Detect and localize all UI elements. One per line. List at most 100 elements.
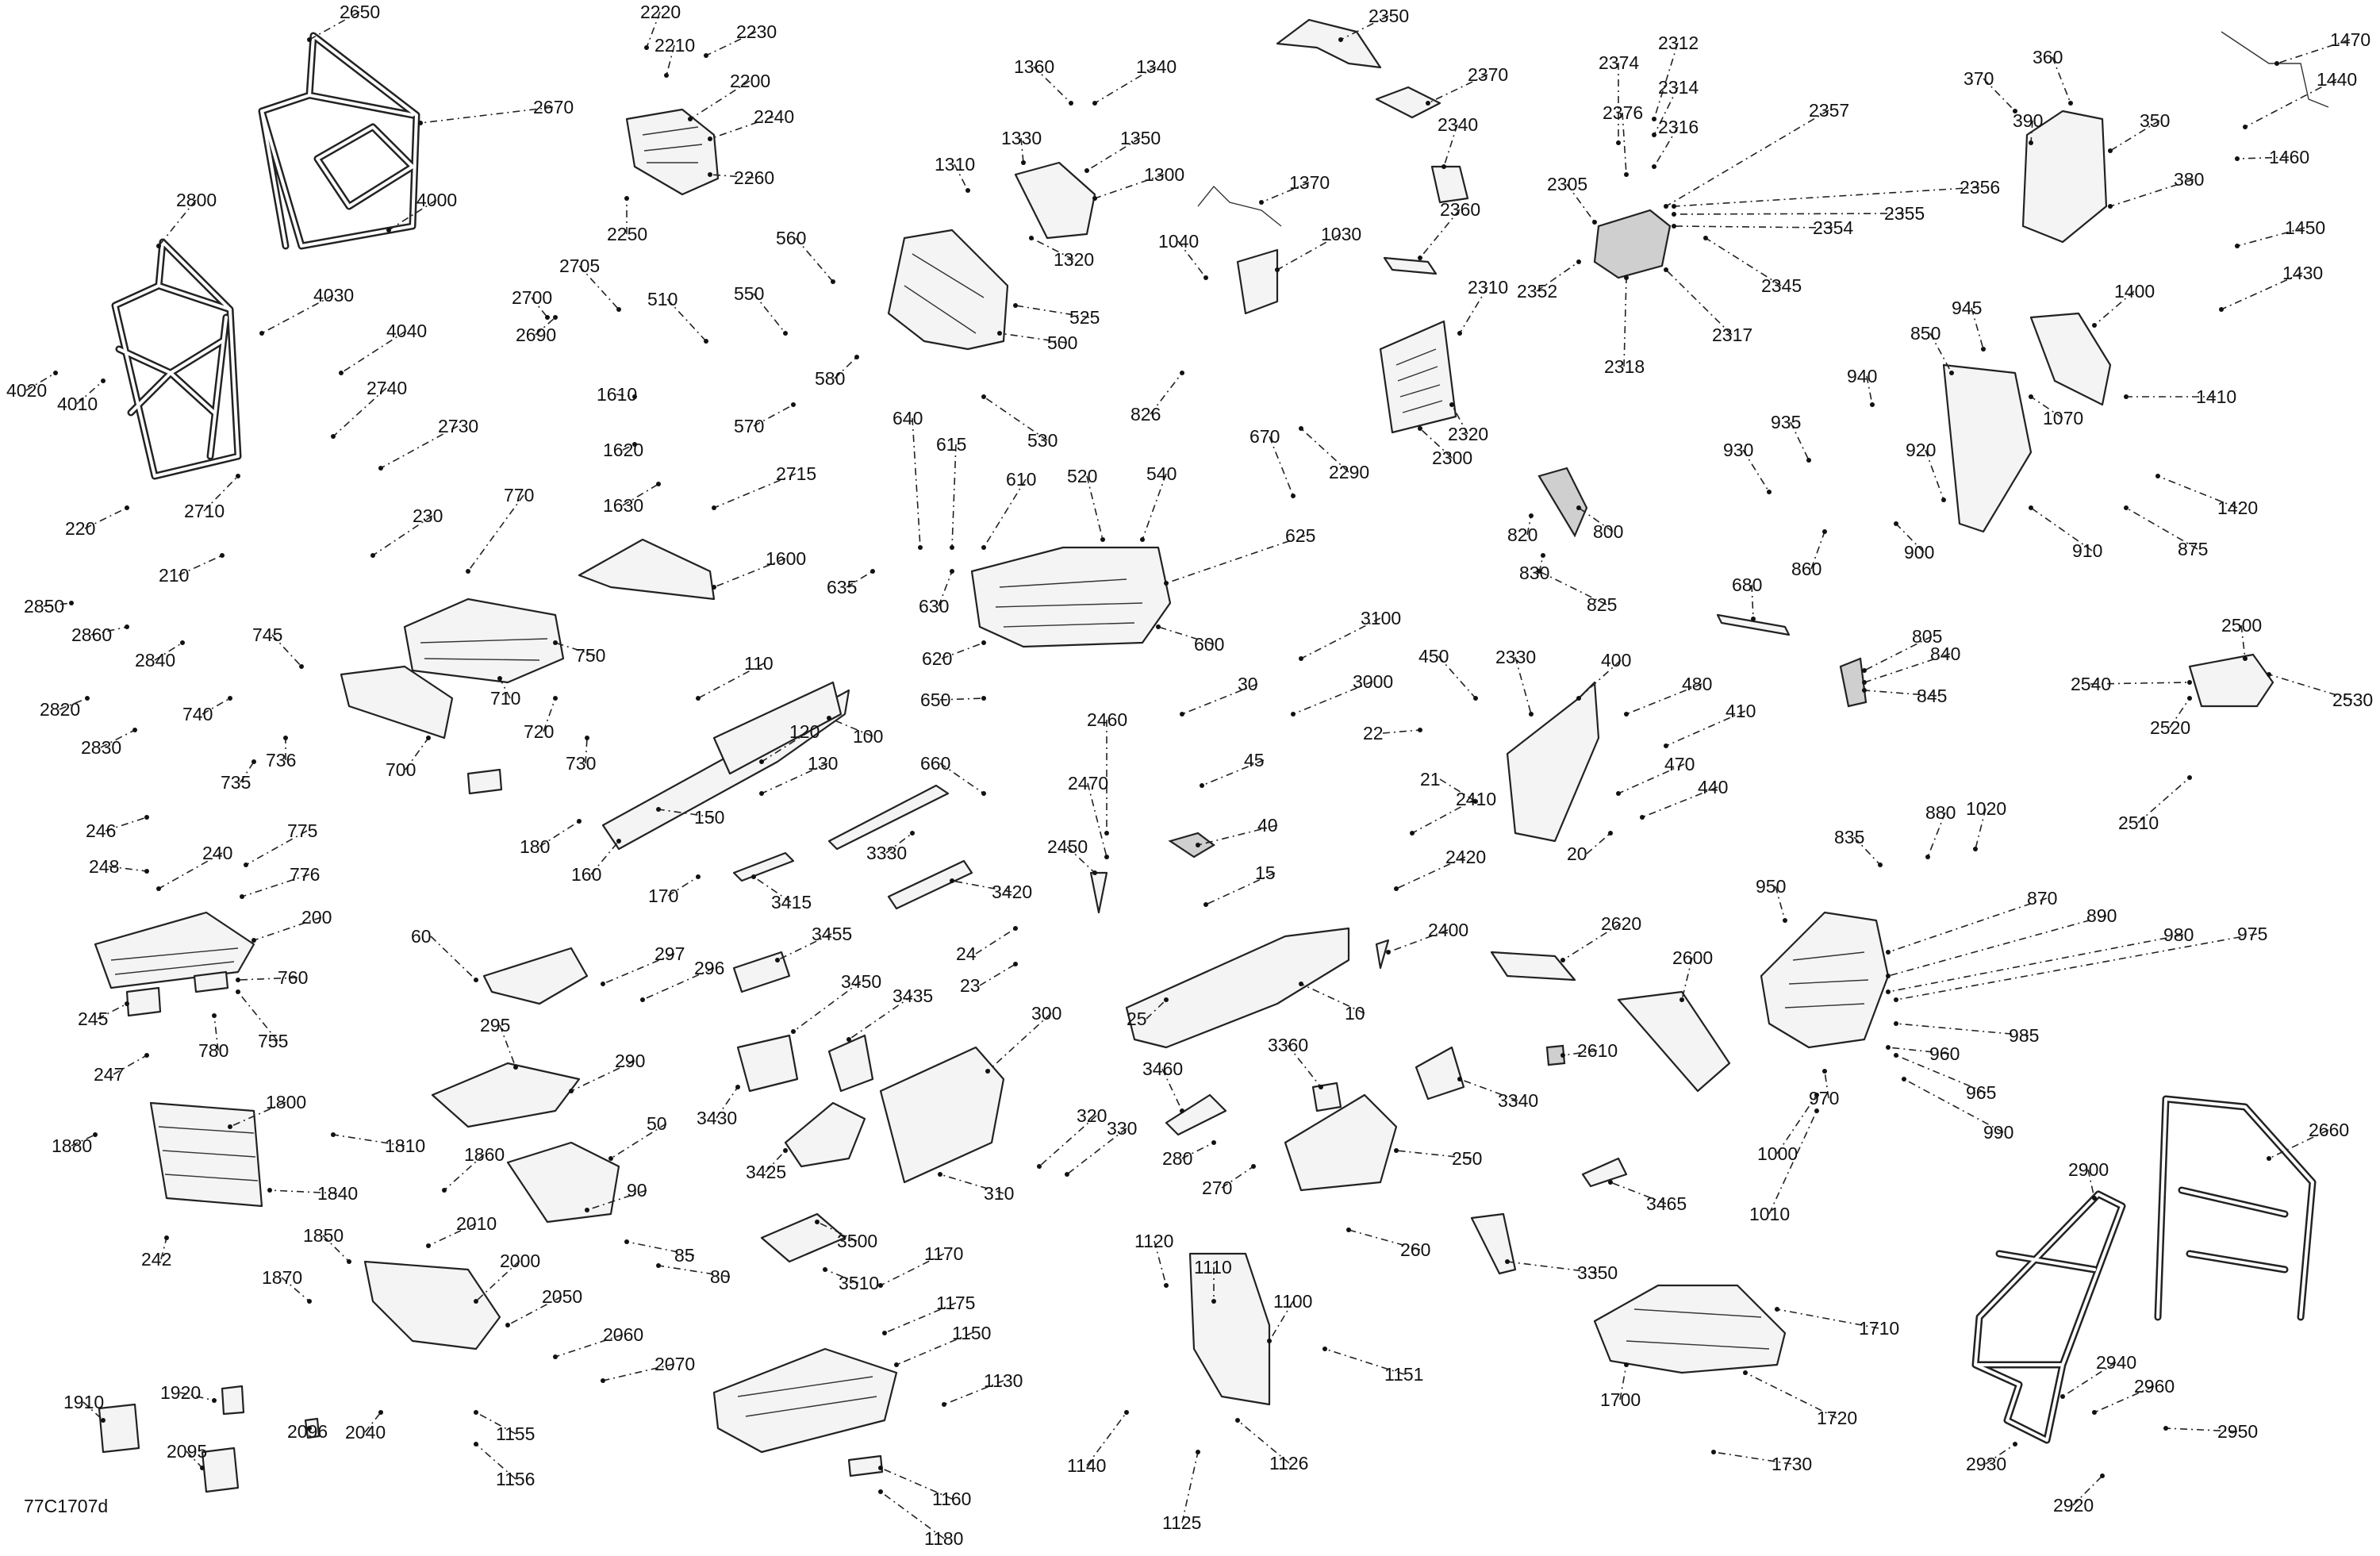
leader-line-2650 bbox=[309, 11, 360, 40]
callout-15: 15 bbox=[1255, 863, 1276, 883]
leader-end-2960 bbox=[2092, 1410, 2097, 1415]
leader-end-845 bbox=[1862, 688, 1867, 693]
callout-250: 250 bbox=[1452, 1148, 1482, 1169]
callout-3000: 3000 bbox=[1353, 671, 1393, 692]
leader-line-270 bbox=[1221, 1166, 1254, 1189]
callout-2240: 2240 bbox=[754, 106, 794, 127]
part-2620 bbox=[1490, 951, 1576, 982]
leader-line-1910 bbox=[83, 1401, 104, 1421]
leader-end-530 bbox=[981, 394, 986, 399]
leader-line-242 bbox=[160, 1237, 167, 1260]
leader-line-2610 bbox=[1562, 1050, 1598, 1056]
leader-end-248 bbox=[144, 869, 149, 874]
leader-end-2690 bbox=[553, 315, 558, 320]
callout-2040: 2040 bbox=[345, 1422, 386, 1443]
leader-line-980 bbox=[1887, 934, 2184, 993]
part-1400 bbox=[2029, 312, 2112, 406]
callout-1130: 1130 bbox=[984, 1370, 1023, 1391]
leader-end-20 bbox=[1608, 831, 1613, 836]
leader-line-820 bbox=[1526, 515, 1532, 536]
leader-line-470 bbox=[1618, 763, 1685, 794]
leader-line-860 bbox=[1810, 531, 1825, 570]
leader-line-480 bbox=[1626, 683, 1702, 715]
leader-end-1020 bbox=[1973, 847, 1978, 851]
part-1800 bbox=[149, 1101, 263, 1208]
leader-line-130 bbox=[761, 763, 828, 794]
drawing-code: 77C1707d bbox=[24, 1496, 108, 1516]
leader-end-470 bbox=[1616, 791, 1621, 796]
leader-line-80 bbox=[658, 1265, 731, 1277]
leader-end-380 bbox=[2108, 204, 2113, 209]
leader-end-2305 bbox=[1592, 220, 1597, 225]
part-3460 bbox=[1165, 1093, 1227, 1136]
leader-line-1125 bbox=[1181, 1451, 1199, 1523]
leader-end-245 bbox=[125, 1001, 129, 1006]
callout-615: 615 bbox=[936, 434, 966, 455]
leader-end-625 bbox=[1164, 581, 1169, 586]
callout-2010: 2010 bbox=[456, 1213, 497, 1234]
leader-end-2860 bbox=[125, 624, 129, 629]
leader-end-260 bbox=[1346, 1228, 1351, 1232]
leader-line-500 bbox=[999, 332, 1068, 344]
leader-line-3360 bbox=[1287, 1044, 1322, 1088]
callout-805: 805 bbox=[1912, 626, 1942, 647]
callout-2200: 2200 bbox=[730, 71, 770, 91]
callout-660: 660 bbox=[920, 753, 950, 774]
leader-end-150 bbox=[656, 807, 661, 812]
leader-end-2540 bbox=[2187, 680, 2192, 685]
leader-end-2312 bbox=[1652, 117, 1656, 121]
callout-780: 780 bbox=[198, 1040, 228, 1061]
leader-line-246 bbox=[105, 816, 148, 832]
leader-end-40 bbox=[1196, 843, 1200, 847]
callout-40: 40 bbox=[1257, 815, 1278, 836]
callout-2540: 2540 bbox=[2071, 674, 2111, 694]
leader-end-2660 bbox=[2267, 1156, 2271, 1161]
leader-line-50 bbox=[610, 1123, 667, 1159]
callout-45: 45 bbox=[1244, 750, 1265, 770]
callout-755: 755 bbox=[258, 1031, 288, 1051]
callout-2317: 2317 bbox=[1712, 325, 1752, 345]
leader-line-2520 bbox=[2169, 697, 2190, 728]
callout-350: 350 bbox=[2140, 110, 2170, 131]
leader-end-1310 bbox=[965, 188, 970, 193]
leader-line-1160 bbox=[880, 1467, 953, 1500]
leader-end-945 bbox=[1981, 347, 1986, 352]
leader-end-1000 bbox=[1814, 1093, 1819, 1097]
leader-end-360 bbox=[2068, 101, 2073, 106]
callout-260: 260 bbox=[1400, 1239, 1430, 1260]
leader-line-1630 bbox=[622, 483, 659, 506]
leader-line-2660 bbox=[2268, 1129, 2329, 1159]
leader-end-160 bbox=[616, 839, 621, 843]
leader-end-975 bbox=[1894, 997, 1898, 1002]
callout-130: 130 bbox=[808, 753, 838, 774]
callout-820: 820 bbox=[1507, 524, 1537, 545]
leader-end-2354 bbox=[1672, 224, 1676, 229]
callout-2355: 2355 bbox=[1884, 203, 1925, 224]
callout-940: 940 bbox=[1847, 366, 1877, 386]
leader-line-90 bbox=[586, 1189, 647, 1211]
leader-line-440 bbox=[1641, 786, 1718, 818]
leader-end-2710 bbox=[236, 474, 240, 478]
leader-line-120 bbox=[761, 731, 810, 763]
callout-2660: 2660 bbox=[2309, 1120, 2349, 1140]
callout-2210: 2210 bbox=[654, 35, 695, 56]
part-760 bbox=[466, 768, 503, 795]
callout-4040: 4040 bbox=[386, 321, 427, 341]
leader-end-620 bbox=[981, 640, 986, 645]
callout-745: 745 bbox=[252, 624, 282, 645]
leader-end-985 bbox=[1894, 1021, 1898, 1026]
callout-1430: 1430 bbox=[2282, 263, 2323, 283]
part-1160 bbox=[847, 1454, 884, 1477]
leader-line-2410 bbox=[1411, 798, 1476, 834]
leader-line-2040 bbox=[364, 1412, 382, 1433]
leader-end-30 bbox=[1180, 712, 1184, 717]
callout-2860: 2860 bbox=[71, 624, 112, 645]
part-3435 bbox=[827, 1034, 874, 1093]
callout-1420: 1420 bbox=[2217, 498, 2258, 518]
callout-610: 610 bbox=[1006, 469, 1036, 490]
leader-end-2060 bbox=[553, 1354, 558, 1359]
leader-line-2730 bbox=[380, 425, 459, 469]
callout-380: 380 bbox=[2174, 169, 2204, 190]
part-2350 bbox=[1276, 18, 1382, 69]
callout-295: 295 bbox=[480, 1015, 510, 1035]
